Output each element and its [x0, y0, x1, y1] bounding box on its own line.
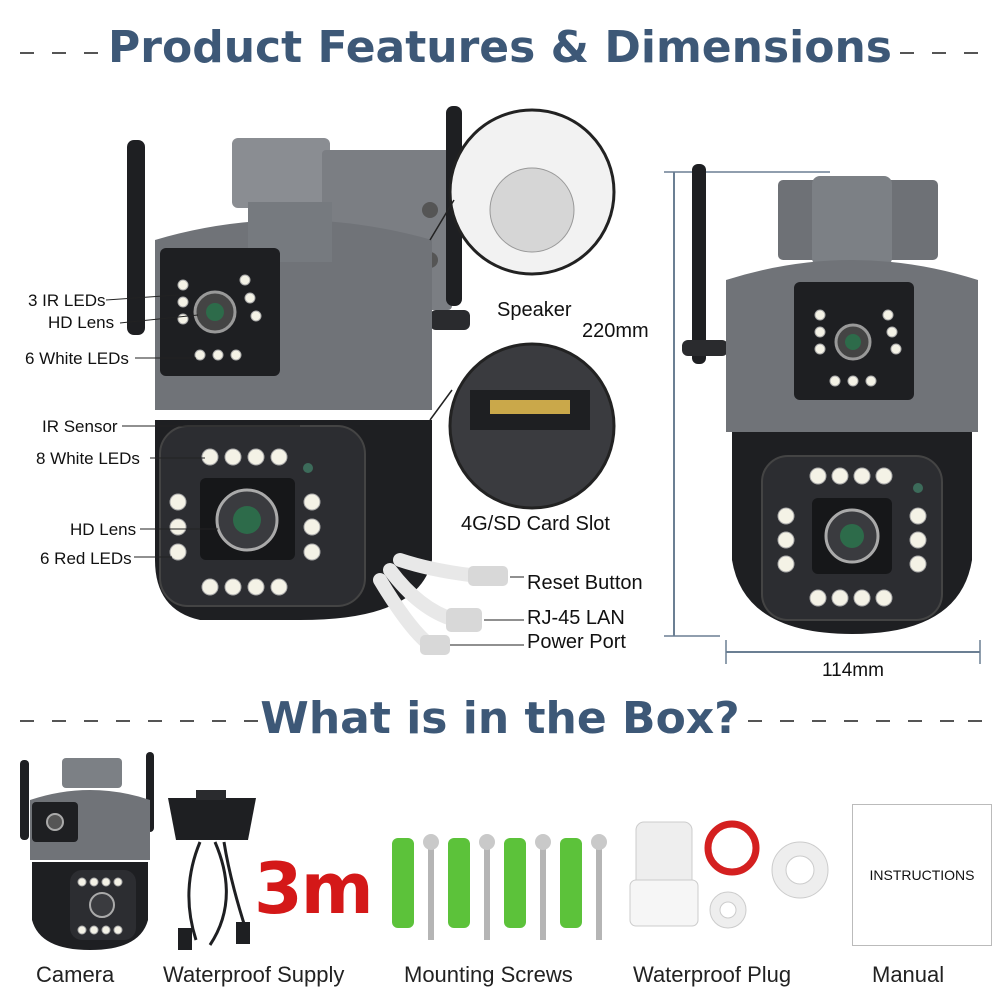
mount-bracket — [232, 138, 330, 208]
label-reset-button: Reset Button — [527, 572, 643, 594]
divider-dash — [52, 52, 66, 54]
divider-dash — [964, 52, 978, 54]
caption-manual: Manual — [872, 962, 945, 987]
divider-dash — [212, 720, 226, 722]
divider-dash — [84, 52, 98, 54]
box-item-supply-image — [168, 790, 256, 950]
divider-dash — [84, 720, 98, 722]
screw — [540, 840, 546, 940]
features-title: Product Features & Dimensions — [108, 22, 892, 73]
label-6-white-leds: 6 White LEDs — [25, 349, 129, 368]
divider-dash — [876, 720, 890, 722]
label-speaker: Speaker — [497, 299, 572, 321]
divider-dash — [844, 720, 858, 722]
label-6-red-leds: 6 Red LEDs — [40, 549, 132, 568]
divider-dash — [116, 720, 130, 722]
box-item-camera-image — [20, 752, 154, 950]
caption-supply: Waterproof Supply — [163, 962, 345, 987]
label-8-white-leds: 8 White LEDs — [36, 449, 140, 468]
divider-dash — [20, 52, 34, 54]
caption-plug: Waterproof Plug — [633, 962, 792, 987]
label-power-port: Power Port — [527, 631, 626, 653]
box-contents-illustration — [20, 752, 829, 950]
screw — [484, 840, 490, 940]
divider-dash — [52, 720, 66, 722]
divider-dash — [148, 720, 162, 722]
reset-button-connector — [468, 566, 508, 586]
divider-dash — [908, 720, 922, 722]
rj45-connector — [446, 608, 482, 632]
label-card-slot: 4G/SD Card Slot — [461, 513, 610, 535]
label-3-ir-leds: 3 IR LEDs — [28, 291, 106, 310]
divider-dash — [20, 720, 34, 722]
divider-dash — [968, 720, 982, 722]
label-hd-lens-bottom: HD Lens — [70, 520, 137, 539]
label-hd-lens-top: HD Lens — [48, 313, 115, 332]
caption-camera: Camera — [36, 962, 115, 987]
divider-dash — [932, 52, 946, 54]
camera-front-illustration — [105, 106, 616, 655]
divider-dash — [900, 52, 914, 54]
cable-length-label: 3m — [254, 848, 374, 930]
antenna-left — [127, 140, 145, 335]
power-connector — [420, 635, 450, 655]
caption-screws: Mounting Screws — [404, 962, 573, 987]
divider-dash — [780, 720, 794, 722]
wall-anchor — [392, 838, 414, 928]
divider-dash — [748, 720, 762, 722]
wall-anchor — [560, 838, 582, 928]
box-item-plug-image — [629, 820, 829, 929]
wall-anchor — [504, 838, 526, 928]
camera-dimension-illustration — [664, 164, 981, 664]
height-dimension-label: 220mm — [582, 320, 649, 342]
screw — [596, 840, 602, 940]
divider-dash — [940, 720, 954, 722]
divider-dash — [812, 720, 826, 722]
divider-dash — [180, 720, 194, 722]
box-title: What is in the Box? — [260, 693, 740, 744]
divider-dash — [244, 720, 258, 722]
manual-instructions-text: INSTRUCTIONS — [869, 867, 975, 883]
wall-anchor — [448, 838, 470, 928]
label-rj45: RJ-45 LAN — [527, 607, 625, 629]
box-item-screws-image — [392, 834, 607, 940]
ir-sensor — [303, 463, 313, 473]
label-ir-sensor: IR Sensor — [42, 417, 118, 436]
screw — [428, 840, 434, 940]
box-item-manual-image: INSTRUCTIONS — [852, 804, 992, 946]
width-dimension-label: 114mm — [822, 660, 884, 681]
